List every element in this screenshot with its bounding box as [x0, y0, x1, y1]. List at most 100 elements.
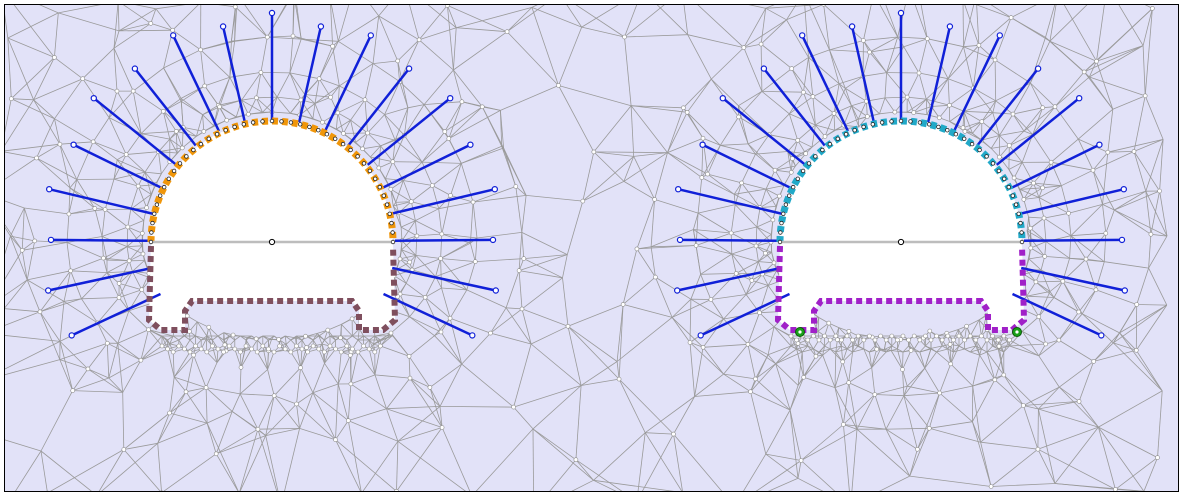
mesh-edge: [337, 112, 351, 121]
rock-bolt[interactable]: [700, 292, 791, 337]
bolt-end-node: [169, 32, 177, 39]
rock-bolt[interactable]: [50, 238, 150, 243]
finite-element-mesh-view[interactable]: [5, 5, 1179, 492]
rock-bolt[interactable]: [1011, 292, 1102, 337]
rock-bolt[interactable]: [391, 187, 496, 215]
mesh-edge: [1045, 241, 1070, 259]
rock-bolt[interactable]: [679, 238, 779, 243]
mesh-edge: [719, 116, 739, 146]
mesh-edge: [205, 362, 218, 388]
model-viewport[interactable]: [4, 4, 1179, 492]
mesh-edge: [1059, 386, 1080, 402]
boundary-node: [324, 131, 330, 137]
wall-invert-liner[interactable]: [145, 245, 399, 333]
mesh-edge: [447, 5, 508, 33]
mesh-edge: [942, 345, 948, 350]
tunnel-center-node[interactable]: [268, 238, 276, 246]
mesh-edge: [422, 161, 462, 164]
rock-bolt[interactable]: [1010, 143, 1100, 190]
rock-bolt[interactable]: [677, 187, 782, 215]
mesh-edge: [368, 335, 376, 341]
mesh-edge: [330, 97, 339, 113]
mesh-edge: [791, 57, 809, 69]
rock-bolt[interactable]: [323, 34, 372, 132]
boundary-node: [361, 161, 367, 166]
rock-bolt[interactable]: [93, 97, 178, 166]
mesh-edge: [1038, 408, 1099, 428]
rock-bolt[interactable]: [762, 67, 826, 147]
mesh-edge: [1059, 386, 1099, 428]
tunnel-right[interactable]: [674, 9, 1129, 339]
rock-bolt[interactable]: [722, 97, 807, 166]
rock-bolt[interactable]: [297, 26, 323, 123]
tunnel-left[interactable]: [45, 9, 499, 339]
rock-bolt[interactable]: [926, 26, 952, 123]
rock-bolt[interactable]: [366, 97, 451, 166]
rock-bolt[interactable]: [1023, 238, 1123, 243]
mesh-edge: [357, 351, 376, 376]
mesh-edge: [723, 294, 747, 320]
mesh-edge: [384, 81, 400, 115]
rock-bolt[interactable]: [850, 26, 876, 123]
mesh-edge: [82, 78, 118, 92]
mesh-edge: [775, 363, 791, 411]
mesh-edge: [519, 270, 563, 279]
rock-bolt[interactable]: [976, 67, 1040, 147]
mesh-node: [1033, 279, 1039, 285]
rock-bolt[interactable]: [221, 26, 247, 123]
mesh-edge: [204, 76, 230, 87]
rock-bolt[interactable]: [71, 292, 162, 337]
rock-bolt[interactable]: [47, 266, 153, 292]
rock-bolt[interactable]: [172, 34, 221, 132]
boundary-node: [198, 141, 204, 147]
mesh-node: [264, 34, 270, 40]
mesh-edge: [339, 63, 374, 87]
boundary-node: [977, 147, 982, 153]
mesh-edge: [624, 5, 638, 38]
mesh-edge: [1142, 8, 1153, 46]
tunnel-center-node[interactable]: [897, 238, 905, 246]
mesh-edge: [891, 350, 904, 353]
mesh-edge: [926, 98, 950, 106]
rock-bolt[interactable]: [381, 143, 471, 190]
mesh-edge: [743, 8, 767, 48]
rock-bolt[interactable]: [801, 34, 850, 132]
mesh-edge: [180, 98, 184, 128]
mesh-node: [850, 337, 855, 343]
mesh-edge: [318, 41, 339, 79]
mesh-node: [288, 349, 294, 355]
mesh-edge: [869, 46, 904, 53]
rock-bolt[interactable]: [391, 266, 497, 292]
mesh-edge: [7, 37, 34, 100]
rock-bolt[interactable]: [133, 67, 197, 147]
mesh-node: [355, 349, 361, 355]
mesh-edge: [312, 335, 320, 341]
mesh-edge: [671, 317, 704, 348]
rock-bolt[interactable]: [73, 143, 163, 190]
mesh-edge: [113, 171, 146, 180]
mesh-node: [1043, 341, 1048, 347]
mesh-edge: [182, 135, 197, 149]
mesh-edge: [843, 424, 858, 430]
rock-bolt[interactable]: [995, 97, 1080, 166]
mesh-edge: [924, 348, 932, 369]
boundary-node: [288, 120, 294, 125]
rock-bolt[interactable]: [676, 266, 782, 292]
boundary-node: [269, 118, 275, 124]
mesh-edge: [148, 329, 163, 347]
rock-bolt[interactable]: [48, 187, 153, 215]
mesh-edge: [645, 432, 674, 435]
rock-bolt[interactable]: [347, 67, 411, 147]
mesh-edge: [953, 348, 965, 353]
rock-bolt[interactable]: [1020, 187, 1125, 215]
mesh-edge: [450, 163, 462, 196]
mesh-edge: [929, 427, 981, 443]
mesh-edge: [1044, 241, 1047, 257]
rock-bolt[interactable]: [394, 238, 494, 243]
rock-bolt[interactable]: [952, 34, 1001, 132]
rock-bolt[interactable]: [1020, 266, 1126, 292]
rock-bolt[interactable]: [382, 292, 473, 337]
rock-bolt[interactable]: [702, 143, 792, 190]
mesh-edge: [205, 387, 233, 412]
mesh-edge: [963, 46, 974, 89]
